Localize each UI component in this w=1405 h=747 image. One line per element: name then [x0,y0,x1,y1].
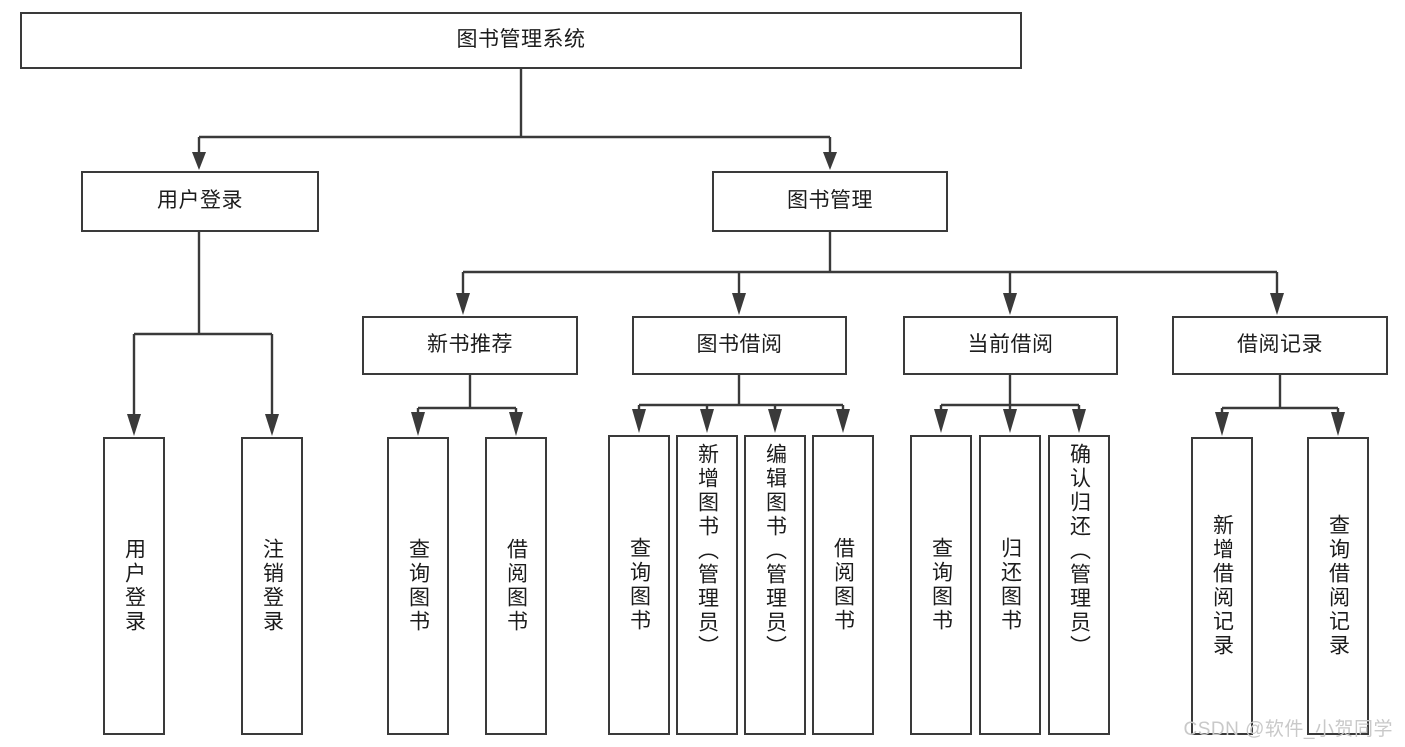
leaf-label: 编辑图书（管理员） [763,443,787,659]
leaf-label: 借阅图书 [504,538,528,634]
node-book-management[interactable]: 图书管理 [712,171,948,232]
arrowhead-g1-leaf1 [411,412,425,436]
leaf-current-borrow-return-book[interactable]: 归还图书 [979,435,1041,735]
node-root-label: 图书管理系统 [456,28,586,52]
leaf-label: 注销登录 [260,538,284,634]
leaf-new-book-query-book[interactable]: 查询图书 [387,437,449,735]
leaf-borrow-record-query-record[interactable]: 查询借阅记录 [1307,437,1369,735]
leaf-label: 归还图书 [998,537,1022,633]
arrowhead-g2-leaf2 [700,409,714,433]
leaf-label: 查询图书 [627,537,651,633]
arrowhead-book-manage [823,152,837,170]
node-book-borrow-label: 图书借阅 [696,333,783,357]
node-current-borrow-label: 当前借阅 [967,333,1054,357]
node-root[interactable]: 图书管理系统 [20,12,1022,69]
arrowhead-g2-leaf4 [836,409,850,433]
leaf-borrow-record-add-record[interactable]: 新增借阅记录 [1191,437,1253,735]
arrowhead-g2-leaf3 [768,409,782,433]
leaf-label: 查询图书 [929,537,953,633]
leaf-book-borrow-borrow-book[interactable]: 借阅图书 [812,435,874,735]
leaf-label: 新增借阅记录 [1210,514,1234,658]
leaf-label: 确认归还（管理员） [1067,443,1091,659]
node-book-borrow[interactable]: 图书借阅 [632,316,847,375]
leaf-book-borrow-edit-book[interactable]: 编辑图书（管理员） [744,435,806,735]
arrowhead-borrow-record [1270,293,1284,315]
leaf-book-borrow-add-book[interactable]: 新增图书（管理员） [676,435,738,735]
arrowhead-user-login [192,152,206,170]
csdn-watermark: CSDN @软件_小贺同学 [1183,719,1393,740]
arrowhead-g3-leaf1 [934,409,948,433]
leaf-user-login-logout[interactable]: 注销登录 [241,437,303,735]
leaf-book-borrow-query-book[interactable]: 查询图书 [608,435,670,735]
arrowhead-g4-leaf2 [1331,412,1345,436]
arrowhead-g1-leaf2 [509,412,523,436]
leaf-current-borrow-query-book[interactable]: 查询图书 [910,435,972,735]
arrowhead-new-book [456,293,470,315]
leaf-label: 新增图书（管理员） [695,443,719,659]
leaf-new-book-borrow-book[interactable]: 借阅图书 [485,437,547,735]
arrowhead-user-leaf2 [265,414,279,436]
arrowhead-g2-leaf1 [632,409,646,433]
node-borrow-record-label: 借阅记录 [1237,333,1323,357]
node-new-book-recommend[interactable]: 新书推荐 [362,316,578,375]
node-book-management-label: 图书管理 [787,189,873,213]
node-new-book-recommend-label: 新书推荐 [427,333,513,357]
arrowhead-user-leaf1 [127,414,141,436]
leaf-label: 查询图书 [406,538,430,634]
arrowhead-g3-leaf3 [1072,409,1086,433]
leaf-label: 查询借阅记录 [1326,514,1350,658]
leaf-label: 用户登录 [122,538,146,634]
arrowhead-g3-leaf2 [1003,409,1017,433]
arrowhead-book-borrow [732,293,746,315]
node-current-borrow[interactable]: 当前借阅 [903,316,1118,375]
arrowhead-current-borrow [1003,293,1017,315]
node-user-login[interactable]: 用户登录 [81,171,319,232]
node-user-login-label: 用户登录 [157,189,243,213]
leaf-user-login-login[interactable]: 用户登录 [103,437,165,735]
leaf-current-borrow-confirm-return[interactable]: 确认归还（管理员） [1048,435,1110,735]
node-borrow-record[interactable]: 借阅记录 [1172,316,1388,375]
arrowhead-g4-leaf1 [1215,412,1229,436]
leaf-label: 借阅图书 [831,537,855,633]
